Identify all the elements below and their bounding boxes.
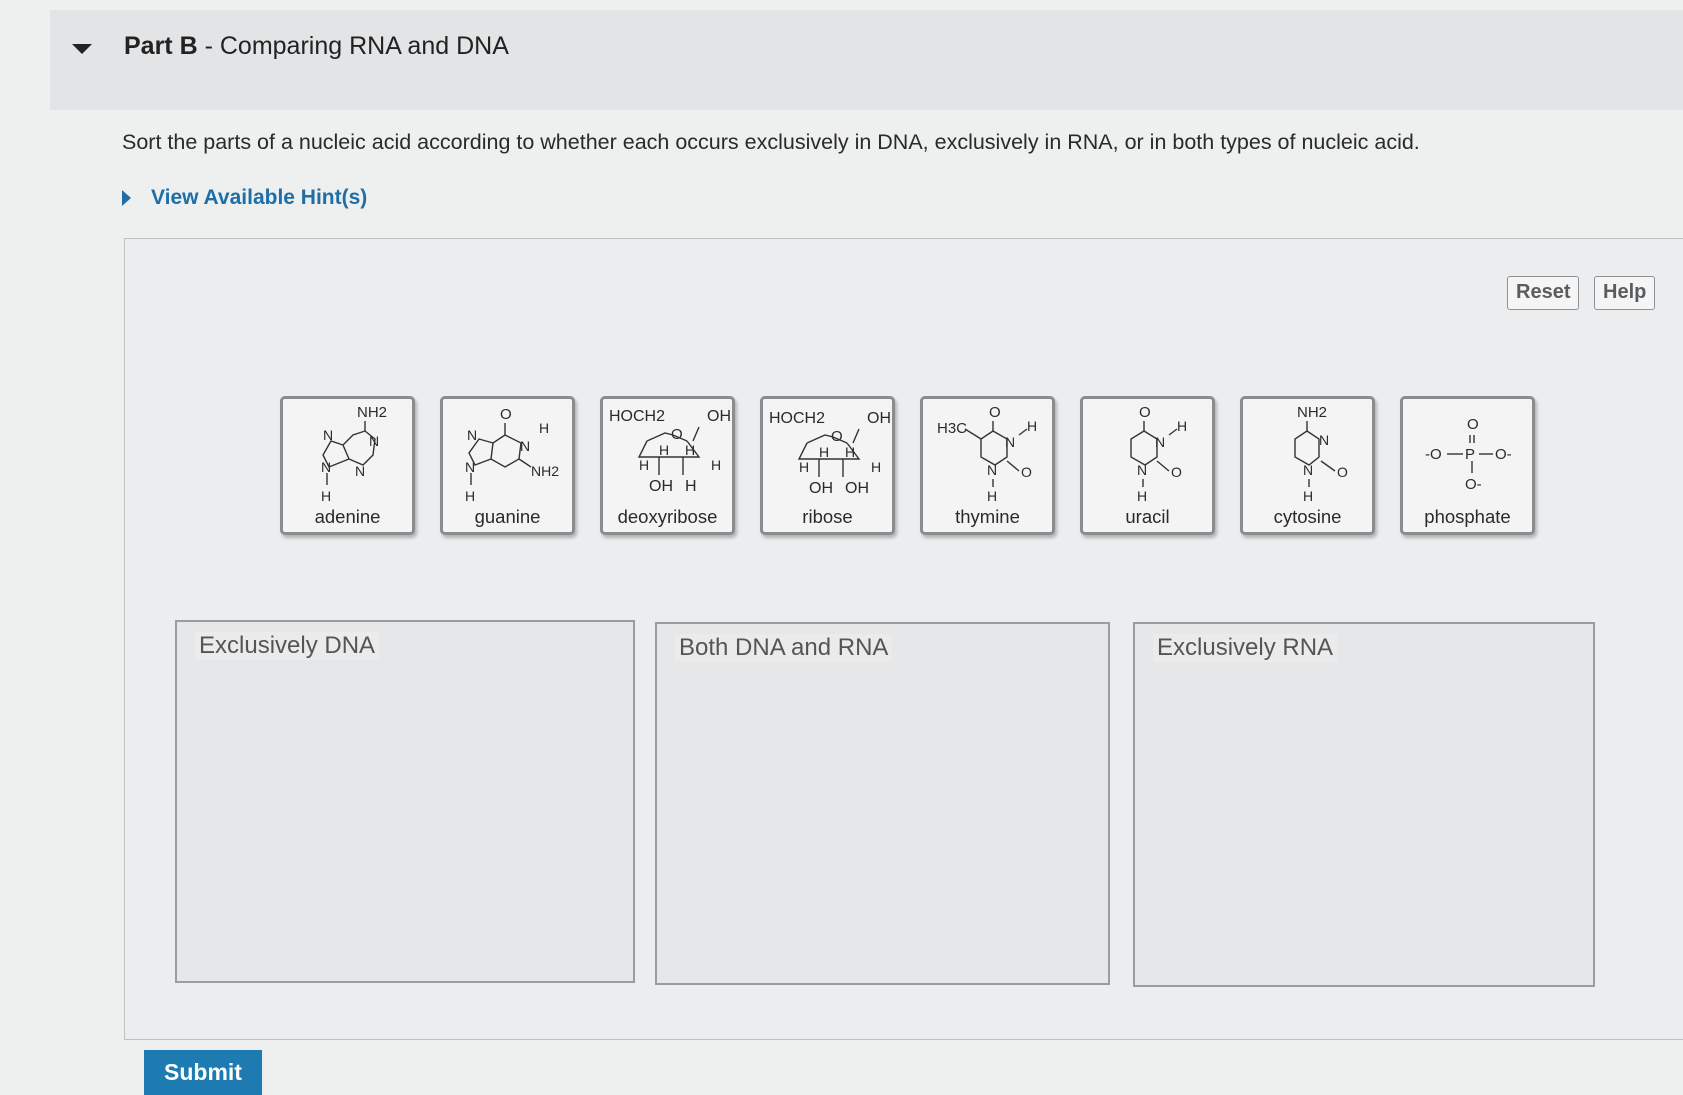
svg-text:H: H [1303,488,1313,502]
svg-text:H: H [845,444,855,460]
view-hints-link[interactable]: View Available Hint(s) [122,186,367,210]
part-title: Part B - Comparing RNA and DNA [124,32,509,60]
svg-text:N: N [520,438,530,454]
tile-label: uracil [1125,506,1170,527]
svg-text:N: N [321,459,331,475]
svg-text:O: O [989,404,1001,421]
tile-ribose[interactable]: HOCH2 OH O H H H H OH OH ribose [760,396,895,535]
svg-text:H: H [685,478,697,495]
collapse-caret-icon[interactable] [72,44,92,54]
tile-label: cytosine [1273,506,1342,527]
tile-guanine[interactable]: O N H N N NH2 H guanine [440,396,575,535]
svg-text:H3C: H3C [937,420,967,437]
svg-text:N: N [467,427,477,443]
deoxyribose-structure-icon: HOCH2 OH O H H H H OH H [609,408,731,495]
svg-text:OH: OH [707,408,731,425]
svg-text:N: N [987,462,997,478]
svg-text:NH2: NH2 [357,404,387,421]
tile-label: deoxyribose [617,506,718,527]
tile-uracil[interactable]: O N H N O H uracil [1080,396,1215,535]
svg-text:HOCH2: HOCH2 [769,410,825,427]
guanine-structure-icon: O N H N N NH2 H [465,406,559,502]
tile-label: thymine [955,506,1020,527]
svg-text:N: N [1319,432,1329,448]
svg-text:H: H [539,420,549,436]
svg-text:N: N [1137,462,1147,478]
svg-text:N: N [465,459,475,475]
svg-text:H: H [659,442,669,458]
svg-text:OH: OH [867,410,891,427]
thymine-structure-icon: H3C O N H N O H [937,404,1037,502]
part-header[interactable] [50,10,1683,110]
dropzone-label: Exclusively DNA [195,632,380,660]
svg-text:H: H [987,488,997,502]
uracil-structure-icon: O N H N O H [1130,404,1187,502]
svg-text:O: O [1337,464,1348,480]
svg-text:N: N [1005,434,1015,450]
tile-deoxyribose[interactable]: HOCH2 OH O H H H H OH H deoxyribose [600,396,735,535]
svg-text:H: H [321,488,331,502]
svg-text:H: H [465,488,475,502]
svg-text:H: H [1137,488,1147,502]
dropzone-label: Exclusively RNA [1153,634,1338,662]
svg-text:H: H [711,457,721,473]
svg-text:OH: OH [649,478,673,495]
svg-text:O: O [1139,404,1151,421]
svg-text:H: H [1177,418,1187,434]
dropzone-exclusively-dna[interactable]: Exclusively DNA [175,620,635,983]
tile-cytosine[interactable]: NH2 N N O H cytosine [1240,396,1375,535]
adenine-structure-icon: NH2 N N N N H [321,404,387,502]
tile-label: ribose [802,506,853,527]
view-hints-label: View Available Hint(s) [151,186,368,209]
svg-text:H: H [799,459,809,475]
tile-phosphate[interactable]: O -O P O- O- phosphate [1400,396,1535,535]
instruction-text: Sort the parts of a nucleic acid accordi… [122,130,1420,154]
svg-text:N: N [323,427,333,443]
svg-text:O: O [1021,464,1032,480]
svg-text:O: O [831,428,843,445]
tile-label: guanine [474,506,541,527]
svg-text:H: H [819,444,829,460]
svg-text:N: N [1303,462,1313,478]
submit-button[interactable]: Submit [144,1050,262,1095]
dropzone-exclusively-rna[interactable]: Exclusively RNA [1133,622,1595,987]
svg-text:NH2: NH2 [1297,404,1327,421]
help-button[interactable]: Help [1594,276,1656,310]
svg-text:O-: O- [1495,446,1512,463]
tile-adenine[interactable]: NH2 N N N N H adenine [280,396,415,535]
svg-text:O: O [1171,464,1182,480]
caret-right-icon [122,190,131,206]
svg-text:H: H [1027,418,1037,434]
tile-label: adenine [314,506,381,527]
reset-button[interactable]: Reset [1507,276,1580,310]
tile-label: phosphate [1424,506,1511,527]
svg-text:HOCH2: HOCH2 [609,408,665,425]
svg-text:O-: O- [1465,476,1482,493]
svg-text:OH: OH [845,480,869,497]
svg-text:H: H [685,442,695,458]
svg-text:NH2: NH2 [531,463,559,479]
svg-text:P: P [1465,446,1475,463]
svg-text:O: O [671,426,683,443]
ribose-structure-icon: HOCH2 OH O H H H H OH OH [769,410,891,497]
svg-text:H: H [639,457,649,473]
dropzone-both-dna-and-rna[interactable]: Both DNA and RNA [655,622,1110,985]
svg-text:N: N [1155,434,1165,450]
svg-text:O: O [1467,416,1479,433]
svg-text:OH: OH [809,480,833,497]
cytosine-structure-icon: NH2 N N O H [1294,404,1348,502]
dropzone-label: Both DNA and RNA [675,634,893,662]
svg-text:N: N [355,463,365,479]
svg-text:O: O [500,406,512,423]
svg-text:-O: -O [1425,446,1442,463]
phosphate-structure-icon: O -O P O- O- [1425,416,1512,493]
svg-text:H: H [871,459,881,475]
tile-thymine[interactable]: H3C O N H N O H thymine [920,396,1055,535]
